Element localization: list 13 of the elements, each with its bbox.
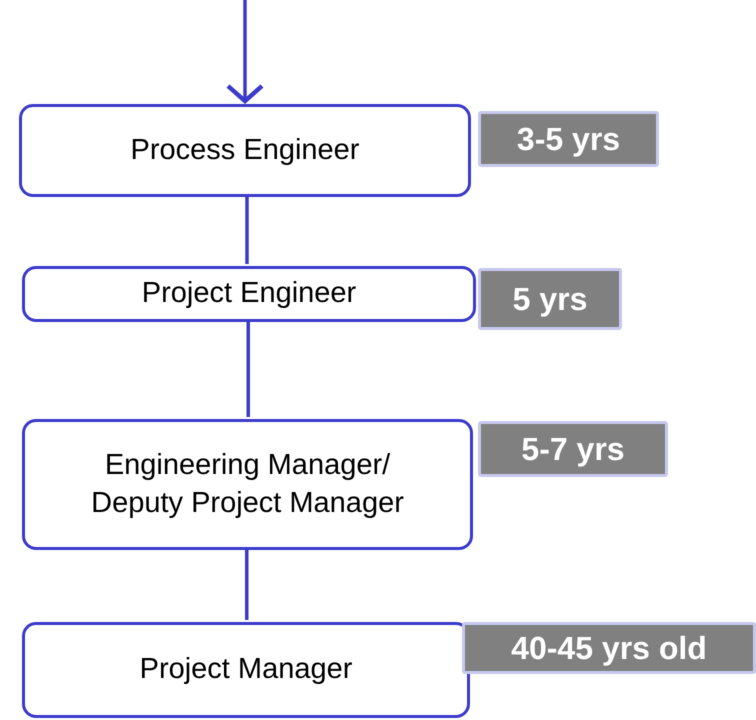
duration-tag: 40-45 yrs old (462, 622, 756, 674)
role-box (19, 104, 471, 197)
role-box (22, 266, 476, 322)
connector-arrow (226, 0, 264, 104)
role-box (22, 622, 470, 718)
duration-tag: 3-5 yrs (478, 111, 659, 167)
role-box (22, 419, 473, 550)
role-title: Process Engineer (130, 132, 360, 168)
role-title: Project Engineer (142, 276, 356, 312)
duration-tag: 5 yrs (478, 268, 622, 330)
duration-tag: 5-7 yrs (478, 421, 668, 477)
role-title: Project Manager (140, 652, 352, 688)
role-title: Engineering Manager/ Deputy Project Manager (90, 448, 405, 520)
